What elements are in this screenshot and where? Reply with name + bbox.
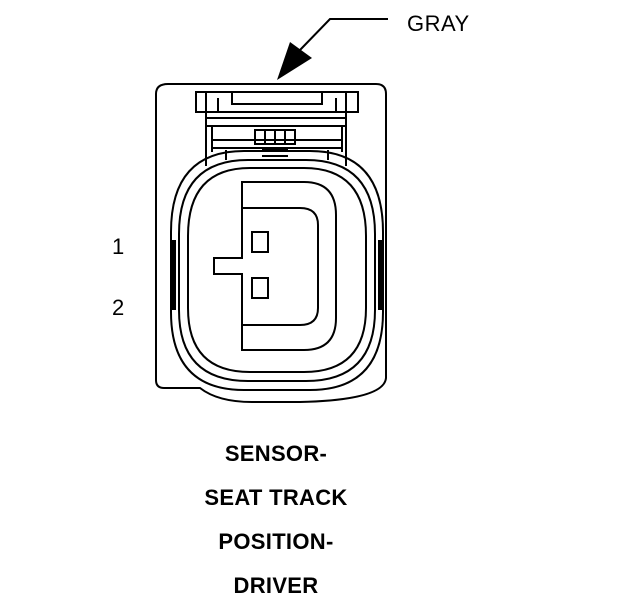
pin-label-1: 1 (112, 234, 124, 259)
pin-1-terminal (251, 231, 269, 253)
pin-label-2: 2 (112, 295, 124, 320)
component-caption: SENSOR- SEAT TRACK POSITION- DRIVER (126, 432, 426, 608)
caption-line-4: DRIVER (233, 573, 319, 598)
locking-latch (195, 91, 359, 166)
terminal-cavity (241, 181, 337, 351)
caption-line-3: POSITION- (218, 529, 334, 554)
callout-arrowhead (277, 42, 312, 80)
seal-ribs (172, 240, 382, 310)
caption-line-1: SENSOR- (224, 441, 328, 466)
wire-color-label: GRAY (407, 11, 470, 36)
callout-leader (299, 18, 388, 51)
pin-2-terminal (251, 277, 269, 299)
connector-housing (155, 83, 387, 403)
caption-line-2: SEAT TRACK (204, 485, 348, 510)
cavity-key (213, 208, 243, 325)
